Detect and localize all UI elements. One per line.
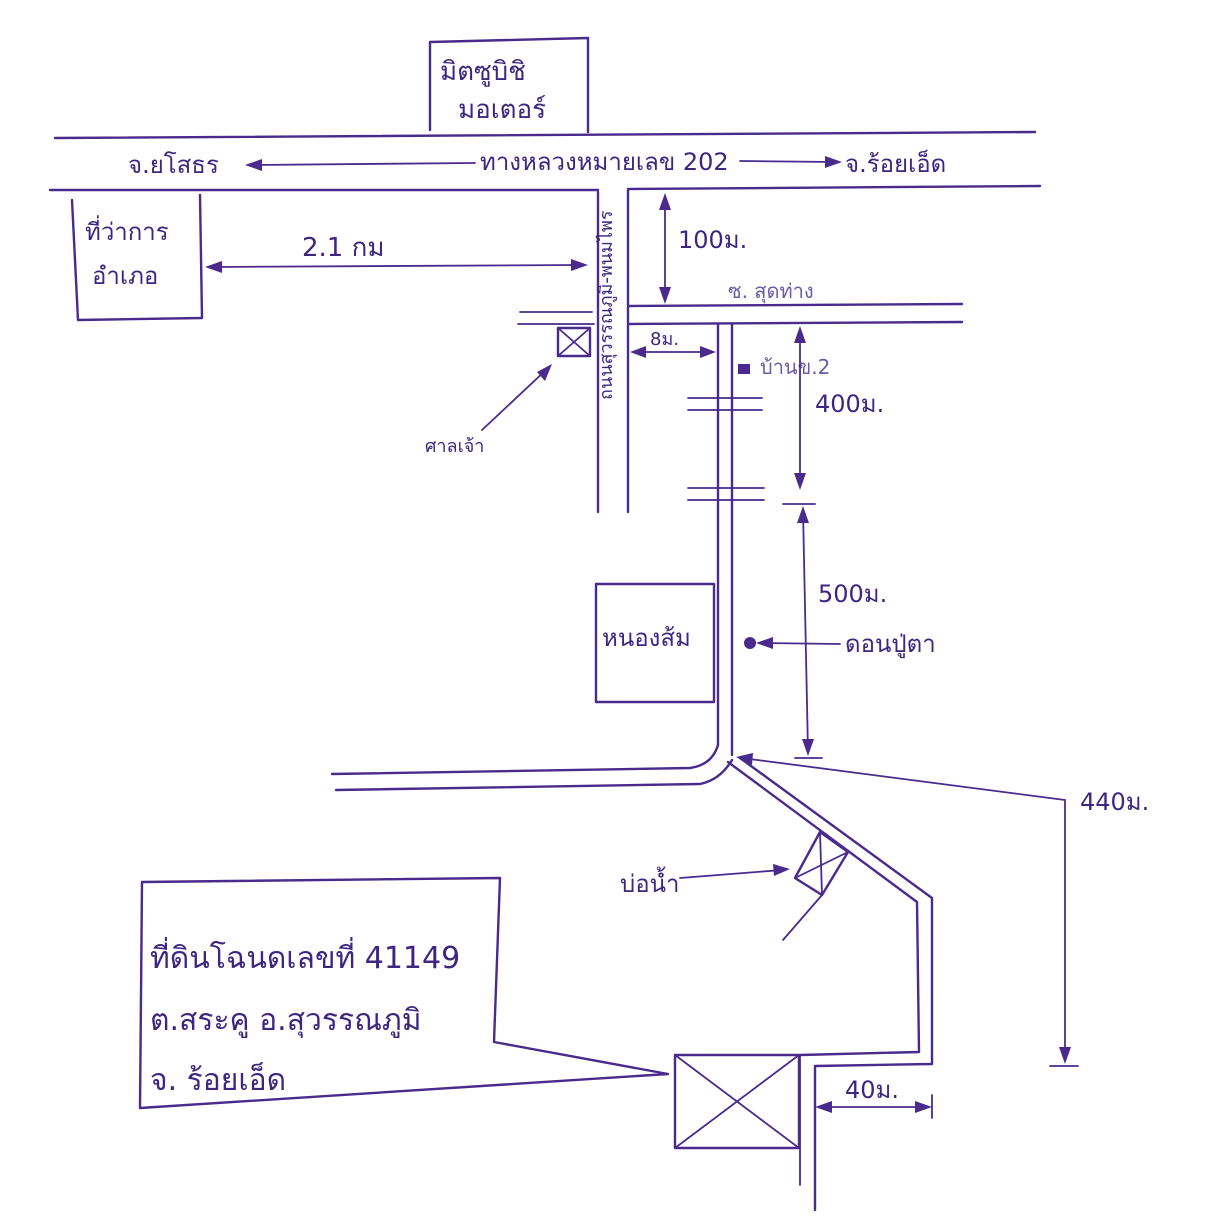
nong-som-label: หนองส้ม bbox=[602, 624, 691, 652]
district-office-label-1: ที่ว่าการ bbox=[85, 215, 169, 246]
nong-som: หนองส้ม bbox=[594, 582, 716, 704]
land-title-line-2: ต.สระคู อ.สุวรรณภูมิ bbox=[150, 1003, 421, 1039]
shrine-label: ศาลเจ้า bbox=[425, 436, 484, 457]
lower-road bbox=[330, 743, 734, 792]
don-pu-ta-marker-icon bbox=[744, 637, 756, 649]
side-soi: ซ. สุดท่าง bbox=[628, 279, 964, 326]
mitsubishi-label-1: มิตซูบิชิ bbox=[440, 57, 526, 87]
highway-202: จ.ยโสธร ทางหลวงหมายเลข 202 จ.ร้อยเอ็ด bbox=[48, 130, 1042, 192]
land-title-callout: ที่ดินโฉนดเลขที่ 41149 ต.สระคู อ.สุวรรณภ… bbox=[138, 876, 670, 1110]
don-pu-ta: ดอนปู่ตา bbox=[744, 630, 936, 659]
dist-2-1km-label: 2.1 กม bbox=[302, 233, 385, 263]
district-office: ที่ว่าการ อำเภอ bbox=[70, 193, 204, 322]
dim-440m: 440ม. bbox=[736, 753, 1149, 1067]
land-title-line-3: จ. ร้อยเอ็ด bbox=[150, 1061, 286, 1098]
don-pu-ta-label: ดอนปู่ตา bbox=[845, 630, 936, 659]
dim-2-1km: 2.1 กม bbox=[205, 233, 588, 273]
dist-440m-label: 440ม. bbox=[1080, 788, 1149, 816]
arrow-left-icon bbox=[245, 159, 262, 171]
diagonal-road bbox=[726, 756, 934, 1212]
house-2-label: บ้านข.2 bbox=[760, 355, 830, 379]
dist-40m-label: 40ม. bbox=[845, 1076, 899, 1104]
dim-40m: 40ม. bbox=[815, 1076, 933, 1119]
soi-label: ซ. สุดท่าง bbox=[728, 279, 814, 304]
dist-500m-label: 500ม. bbox=[818, 580, 887, 608]
dist-400m-label: 400ม. bbox=[815, 390, 884, 418]
to-roiet-label: จ.ร้อยเอ็ด bbox=[845, 149, 946, 178]
land-title-line-1: ที่ดินโฉนดเลขที่ 41149 bbox=[150, 937, 460, 976]
dim-8m: 8ม. bbox=[630, 329, 716, 358]
mitsubishi-dealer: มิตซูบิชิ มอเตอร์ bbox=[428, 36, 590, 134]
district-office-label-2: อำเภอ bbox=[92, 262, 158, 290]
land-plot bbox=[673, 1053, 801, 1150]
dim-500m: 500ม. bbox=[782, 503, 887, 759]
dist-100m-label: 100ม. bbox=[678, 226, 747, 254]
vertical-road-label: ถนนสุวรรณภูมิ-พนมไพร bbox=[595, 210, 617, 400]
narrow-lane: บ้านข.2 bbox=[687, 322, 830, 757]
vertical-road: ถนนสุวรรณภูมิ-พนมไพร bbox=[517, 188, 630, 514]
dist-8m-label: 8ม. bbox=[650, 329, 679, 350]
dim-400m: 400ม. bbox=[794, 326, 884, 490]
shrine: ศาลเจ้า bbox=[425, 326, 592, 457]
arrow-right-icon bbox=[825, 156, 842, 168]
water-pond: บ่อน้ำ bbox=[620, 830, 850, 941]
mitsubishi-label-2: มอเตอร์ bbox=[458, 95, 546, 125]
to-yasothon-label: จ.ยโสธร bbox=[128, 151, 219, 179]
dim-100m: 100ม. bbox=[659, 193, 747, 304]
highway-label: ทางหลวงหมายเลข 202 bbox=[480, 148, 729, 176]
water-pond-label: บ่อน้ำ bbox=[620, 866, 680, 898]
house-marker-icon bbox=[738, 364, 750, 374]
